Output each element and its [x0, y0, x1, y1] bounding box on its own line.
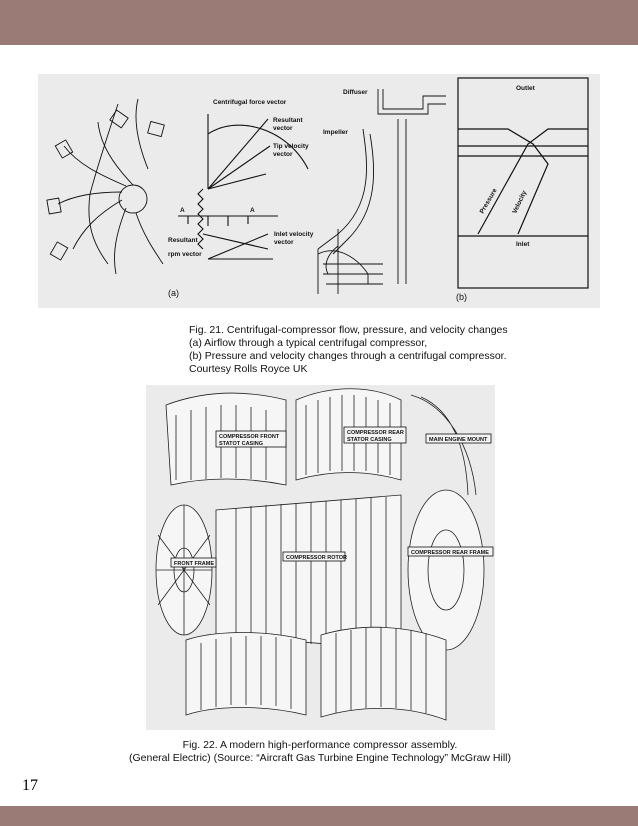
diffuser-impeller-drawing: [317, 89, 446, 294]
svg-text:STATOR CASING: STATOR CASING: [347, 437, 392, 443]
label-inlet-velocity: Inlet velocity: [274, 231, 314, 238]
label-tip-velocity: Tip velocity: [273, 143, 309, 150]
figure-21a-labels: Centrifugal force vector Resultant vecto…: [168, 99, 314, 298]
header-band: [0, 0, 638, 45]
caption-line: Fig. 21. Centrifugal-compressor flow, pr…: [189, 324, 508, 336]
label-compressor-rotor: COMPRESSOR ROTOR: [286, 555, 347, 561]
caption-line: (a) Airflow through a typical centrifuga…: [189, 337, 428, 349]
label-part-b: (b): [456, 292, 467, 302]
footer-band: [0, 806, 638, 826]
figure-22-image: COMPRESSOR FRONT STATOT CASING COMPRESSO…: [146, 385, 495, 730]
figure-22-labels: COMPRESSOR FRONT STATOT CASING COMPRESSO…: [170, 426, 494, 568]
label-a-left: A: [180, 207, 185, 214]
label-resultant: Resultant: [168, 237, 198, 244]
caption-line: (General Electric) (Source: “Aircraft Ga…: [128, 752, 512, 764]
figure-22-caption: Fig. 22. A modern high-performance compr…: [100, 739, 540, 765]
label-part-a: (a): [168, 288, 179, 298]
label-centrifugal-force: Centrifugal force vector: [213, 99, 287, 106]
impeller-blades-drawing: [46, 98, 165, 275]
page-number: 17: [22, 777, 38, 794]
label-diffuser: Diffuser: [343, 89, 368, 96]
caption-line: Fig. 22. A modern high-performance compr…: [182, 739, 458, 751]
label-front-frame: FRONT FRAME: [174, 561, 214, 567]
label-front-statot-casing: COMPRESSOR FRONT: [219, 434, 280, 440]
label-rpm-vector: rpm vector: [168, 251, 202, 258]
label-a-right: A: [250, 207, 255, 214]
figure-21b-labels: Diffuser Impeller (b): [323, 89, 467, 302]
svg-text:vector: vector: [273, 151, 293, 158]
label-velocity: Velocity: [511, 189, 528, 215]
figure-21-image: Centrifugal force vector Resultant vecto…: [38, 74, 600, 308]
pressure-velocity-chart: [457, 77, 589, 289]
svg-text:vector: vector: [274, 239, 294, 246]
label-outlet: Outlet: [516, 85, 536, 92]
figure-21-caption: Fig. 21. Centrifugal-compressor flow, pr…: [189, 324, 529, 376]
label-resultant-vector: Resultant: [273, 117, 303, 124]
caption-line: Courtesy Rolls Royce UK: [189, 363, 308, 375]
label-rear-stator-casing: COMPRESSOR REAR: [347, 430, 404, 436]
label-rear-frame: COMPRESSOR REAR FRAME: [411, 550, 489, 556]
caption-line: (b) Pressure and velocity changes throug…: [189, 350, 507, 362]
label-inlet: Inlet: [516, 241, 530, 248]
svg-text:STATOT CASING: STATOT CASING: [219, 441, 263, 447]
label-main-engine-mount: MAIN ENGINE MOUNT: [429, 437, 488, 443]
pressure-velocity-labels: Outlet Inlet Pressure Velocity: [479, 85, 536, 248]
svg-text:vector: vector: [273, 125, 293, 132]
velocity-vector-drawing: [178, 114, 309, 260]
label-impeller: Impeller: [323, 129, 348, 136]
